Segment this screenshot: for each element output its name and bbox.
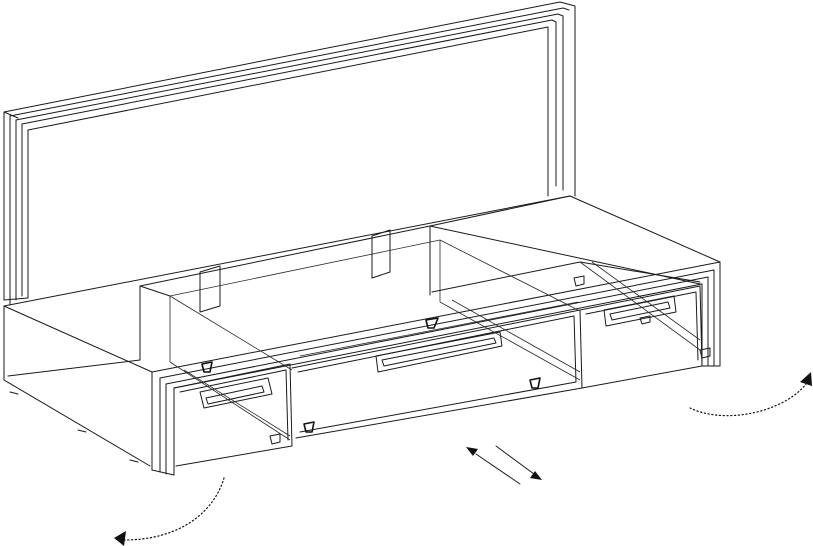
base-feet: [9, 391, 139, 463]
left-rotation-arrow: [114, 477, 225, 546]
bed-base: [3, 195, 721, 476]
drawer-slide-arrow: [466, 445, 542, 485]
lift-panel: [3, 1, 576, 306]
drawer-left: [169, 361, 293, 467]
right-rotation-arrow: [689, 372, 812, 417]
drawer-right: [573, 261, 711, 389]
drawer-center: [291, 299, 583, 439]
